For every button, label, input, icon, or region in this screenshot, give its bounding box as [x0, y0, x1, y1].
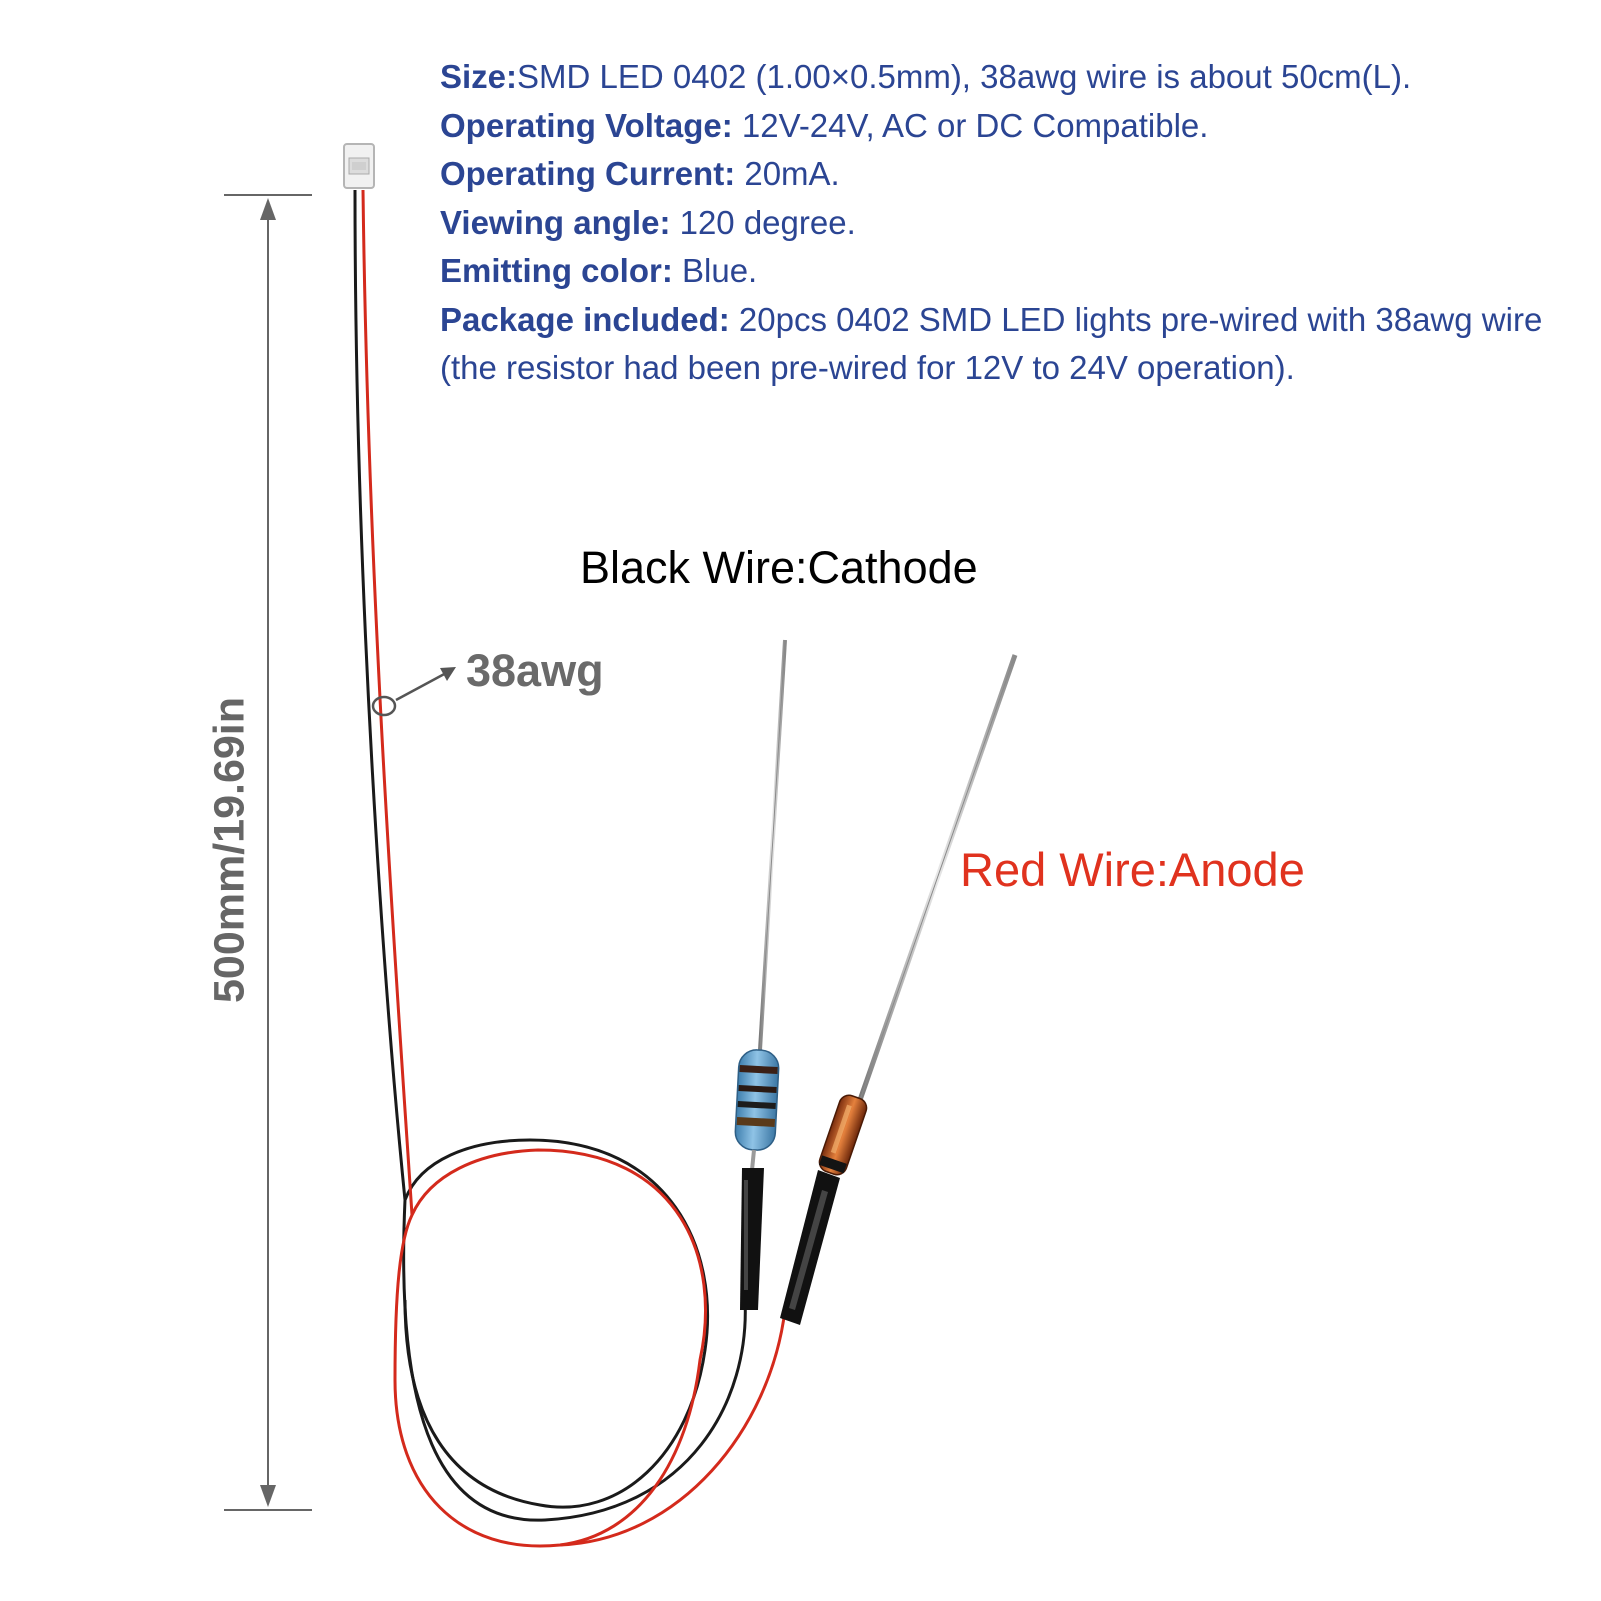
spec-label: Emitting color:: [440, 252, 673, 289]
red-wire-label: Red Wire:Anode: [960, 843, 1305, 896]
spec-value: 20pcs 0402 SMD LED lights pre-wired with…: [440, 300, 1543, 387]
spec-operating-voltage: Operating Voltage: 12V-24V, AC or DC Com…: [440, 102, 1580, 151]
spec-label: Operating Voltage:: [440, 106, 733, 144]
diode-assembly: [780, 654, 1018, 1325]
spec-value: Blue.: [672, 252, 758, 289]
red-wire: [361, 189, 707, 1548]
spec-value: 20mA.: [735, 155, 840, 192]
spec-package-included: Package included: 20pcs 0402 SMD LED lig…: [440, 296, 1580, 393]
spec-list: Size:SMD LED 0402 (1.00×0.5mm), 38awg wi…: [440, 53, 1580, 393]
spec-value: SMD LED 0402 (1.00×0.5mm), 38awg wire is…: [517, 58, 1412, 95]
spec-operating-current: Operating Current: 20mA.: [440, 150, 1580, 199]
spec-emitting-color: Emitting color: Blue.: [440, 247, 1580, 296]
spec-label: Viewing angle:: [440, 203, 671, 241]
spec-viewing-angle: Viewing angle: 120 degree.: [440, 199, 1580, 248]
red-wire-lead: [559, 1309, 787, 1547]
spec-size: Size:SMD LED 0402 (1.00×0.5mm), 38awg wi…: [440, 53, 1580, 102]
spec-label: Package included:: [440, 300, 730, 338]
spec-label: Size:: [440, 58, 518, 95]
resistor-assembly: [734, 639, 787, 1310]
length-label: 500mm/19.69in: [205, 697, 254, 1003]
spec-value: 12V-24V, AC or DC Compatible.: [732, 106, 1209, 144]
spec-label: Operating Current:: [440, 155, 736, 192]
black-wire-loop: [403, 1138, 710, 1509]
gauge-callout: [371, 667, 456, 717]
smd-led: [343, 143, 375, 189]
length-dimension: [224, 194, 312, 1511]
gauge-label: 38awg: [466, 645, 604, 696]
black-wire-label: Black Wire:Cathode: [580, 542, 978, 593]
spec-value: 120 degree.: [670, 203, 856, 241]
